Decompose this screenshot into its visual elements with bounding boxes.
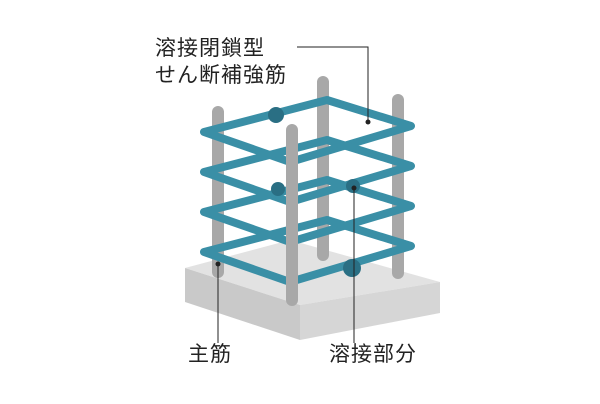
weld-point-mid-left [271,182,285,196]
base-left-face [185,268,300,340]
hoop-1 [200,96,415,166]
label-welded-closed-hoop-line2: せん断補強筋 [155,63,287,87]
label-weld-part: 溶接部分 [329,342,417,366]
weld-points [268,107,361,277]
weld-point-top [268,107,284,123]
leader-dots [215,119,371,267]
weld-point-bottom [343,259,361,277]
leader-dot-main-rebar [215,261,221,267]
leader-lines [217,46,369,343]
label-welded-closed-hoop-line1: 溶接閉鎖型 [155,36,265,60]
base-right-face [300,282,440,340]
label-main-rebar: 主筋 [188,342,232,366]
leader-dot-weld [351,185,357,191]
leader-hoop [297,46,369,122]
leader-dot-hoop [365,119,371,125]
